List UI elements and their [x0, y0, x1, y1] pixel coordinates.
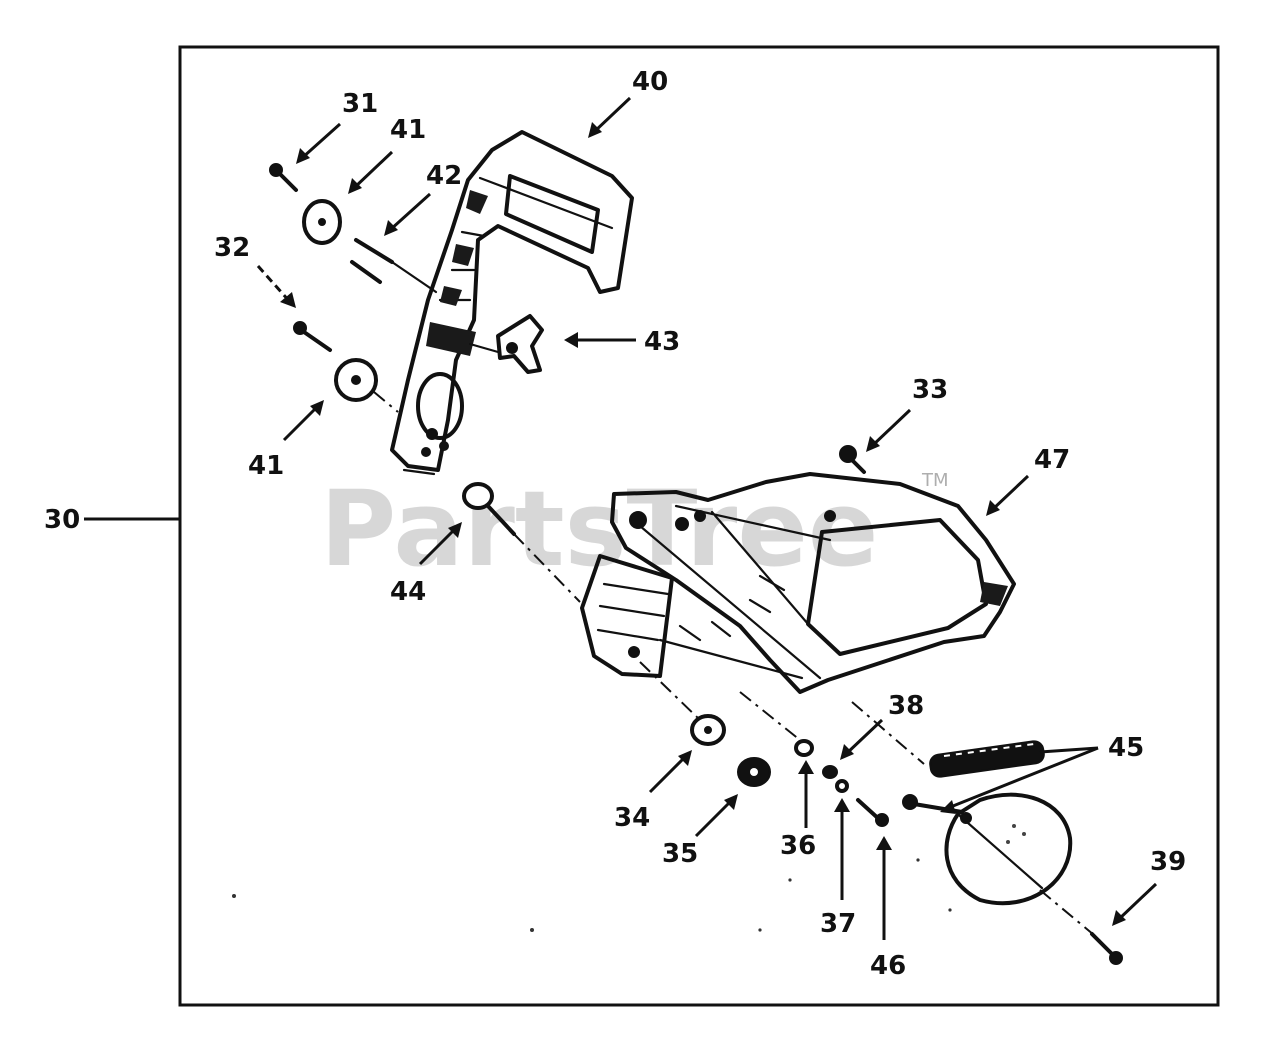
- callout-39: 39: [1150, 847, 1186, 877]
- part-47-rear-housing: [610, 472, 1016, 694]
- callout-35: 35: [662, 839, 698, 869]
- part-37-washer: [822, 765, 849, 793]
- callout-labels: 31 41 42 40 32 43 41 33 47 44 38 45 34 3…: [214, 67, 1186, 981]
- scan-specks: [232, 858, 952, 932]
- part-42-pins: [350, 238, 438, 294]
- watermark-brand: PartsTree: [320, 468, 878, 590]
- part-46-bolt: [856, 798, 889, 827]
- part-front-cover: [580, 554, 804, 680]
- part-40-front-handle: [390, 130, 634, 476]
- part-44-knob: [462, 482, 581, 603]
- callout-47: 47: [1034, 445, 1070, 475]
- callout-41-lower: 41: [248, 451, 284, 481]
- part-41-washer-upper: [302, 199, 342, 245]
- callout-33: 33: [912, 375, 948, 405]
- callout-46: 46: [870, 951, 906, 981]
- part-41-washer-lower: [334, 358, 399, 413]
- part-32-screw: [293, 321, 332, 352]
- callout-41-upper: 41: [390, 115, 426, 145]
- callout-36: 36: [780, 831, 816, 861]
- callout-31: 31: [342, 89, 378, 119]
- part-35-nut: [737, 757, 771, 787]
- watermark-trademark: TM: [921, 470, 949, 491]
- part-34-washer: [639, 661, 726, 746]
- callout-43: 43: [644, 327, 680, 357]
- part-43-bracket: [468, 314, 544, 374]
- callout-44: 44: [390, 577, 426, 607]
- part-39-screw: [1090, 932, 1123, 965]
- callout-32: 32: [214, 233, 250, 263]
- callout-34: 34: [614, 803, 650, 833]
- callout-40: 40: [632, 67, 668, 97]
- callout-42: 42: [426, 161, 462, 191]
- part-45-grip-and-loop: [851, 701, 1101, 941]
- part-31-screw: [269, 163, 298, 192]
- callout-37: 37: [820, 909, 856, 939]
- diagram-frame: [178, 45, 1220, 1007]
- callout-30: 30: [44, 505, 80, 535]
- callout-38: 38: [888, 691, 924, 721]
- callout-arrows: [256, 96, 1158, 940]
- part-36-spacer: [739, 691, 814, 757]
- callout-45: 45: [1108, 733, 1144, 763]
- part-33-screw: [839, 445, 866, 474]
